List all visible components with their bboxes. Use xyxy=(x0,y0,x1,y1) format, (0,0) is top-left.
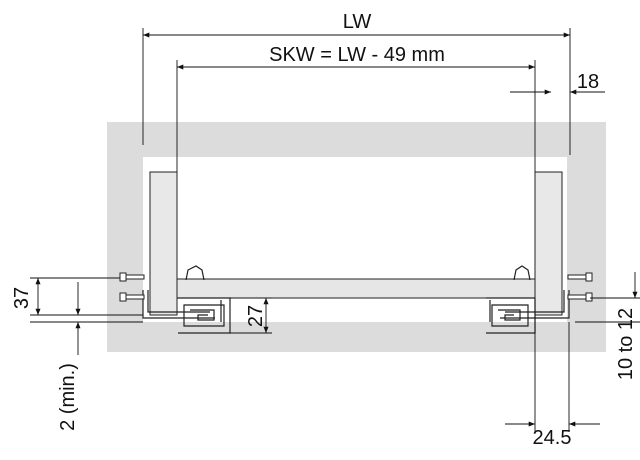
right-screw-lower xyxy=(567,292,593,302)
skw-dimension: SKW = LW - 49 mm xyxy=(176,44,536,172)
label-27: 27 xyxy=(245,305,267,327)
label-2-min: 2 (min.) xyxy=(57,363,79,431)
left-screw-lower xyxy=(119,292,145,302)
right-screw-upper xyxy=(567,272,593,282)
label-10-to-12: 10 to 12 xyxy=(615,308,637,380)
dimension-37: 37 xyxy=(11,277,143,316)
left-drawer-side xyxy=(149,171,178,316)
dimension-18: 18 xyxy=(510,71,605,95)
left-screw-upper xyxy=(119,272,145,282)
dimension-27: 27 xyxy=(230,297,272,334)
label-37: 37 xyxy=(11,287,33,309)
label-18: 18 xyxy=(577,71,599,93)
dimension-2-min: 2 (min.) xyxy=(30,282,143,431)
label-24-5: 24.5 xyxy=(533,427,572,449)
skw-label: SKW = LW - 49 mm xyxy=(269,44,445,66)
dimension-24-5: 24.5 xyxy=(505,300,600,449)
cabinet-outline xyxy=(107,122,606,352)
right-drawer-side xyxy=(534,171,563,316)
lw-label: LW xyxy=(343,11,372,33)
drawer-bottom xyxy=(176,278,536,299)
dimension-10-to-12: 10 to 12 xyxy=(575,272,640,380)
